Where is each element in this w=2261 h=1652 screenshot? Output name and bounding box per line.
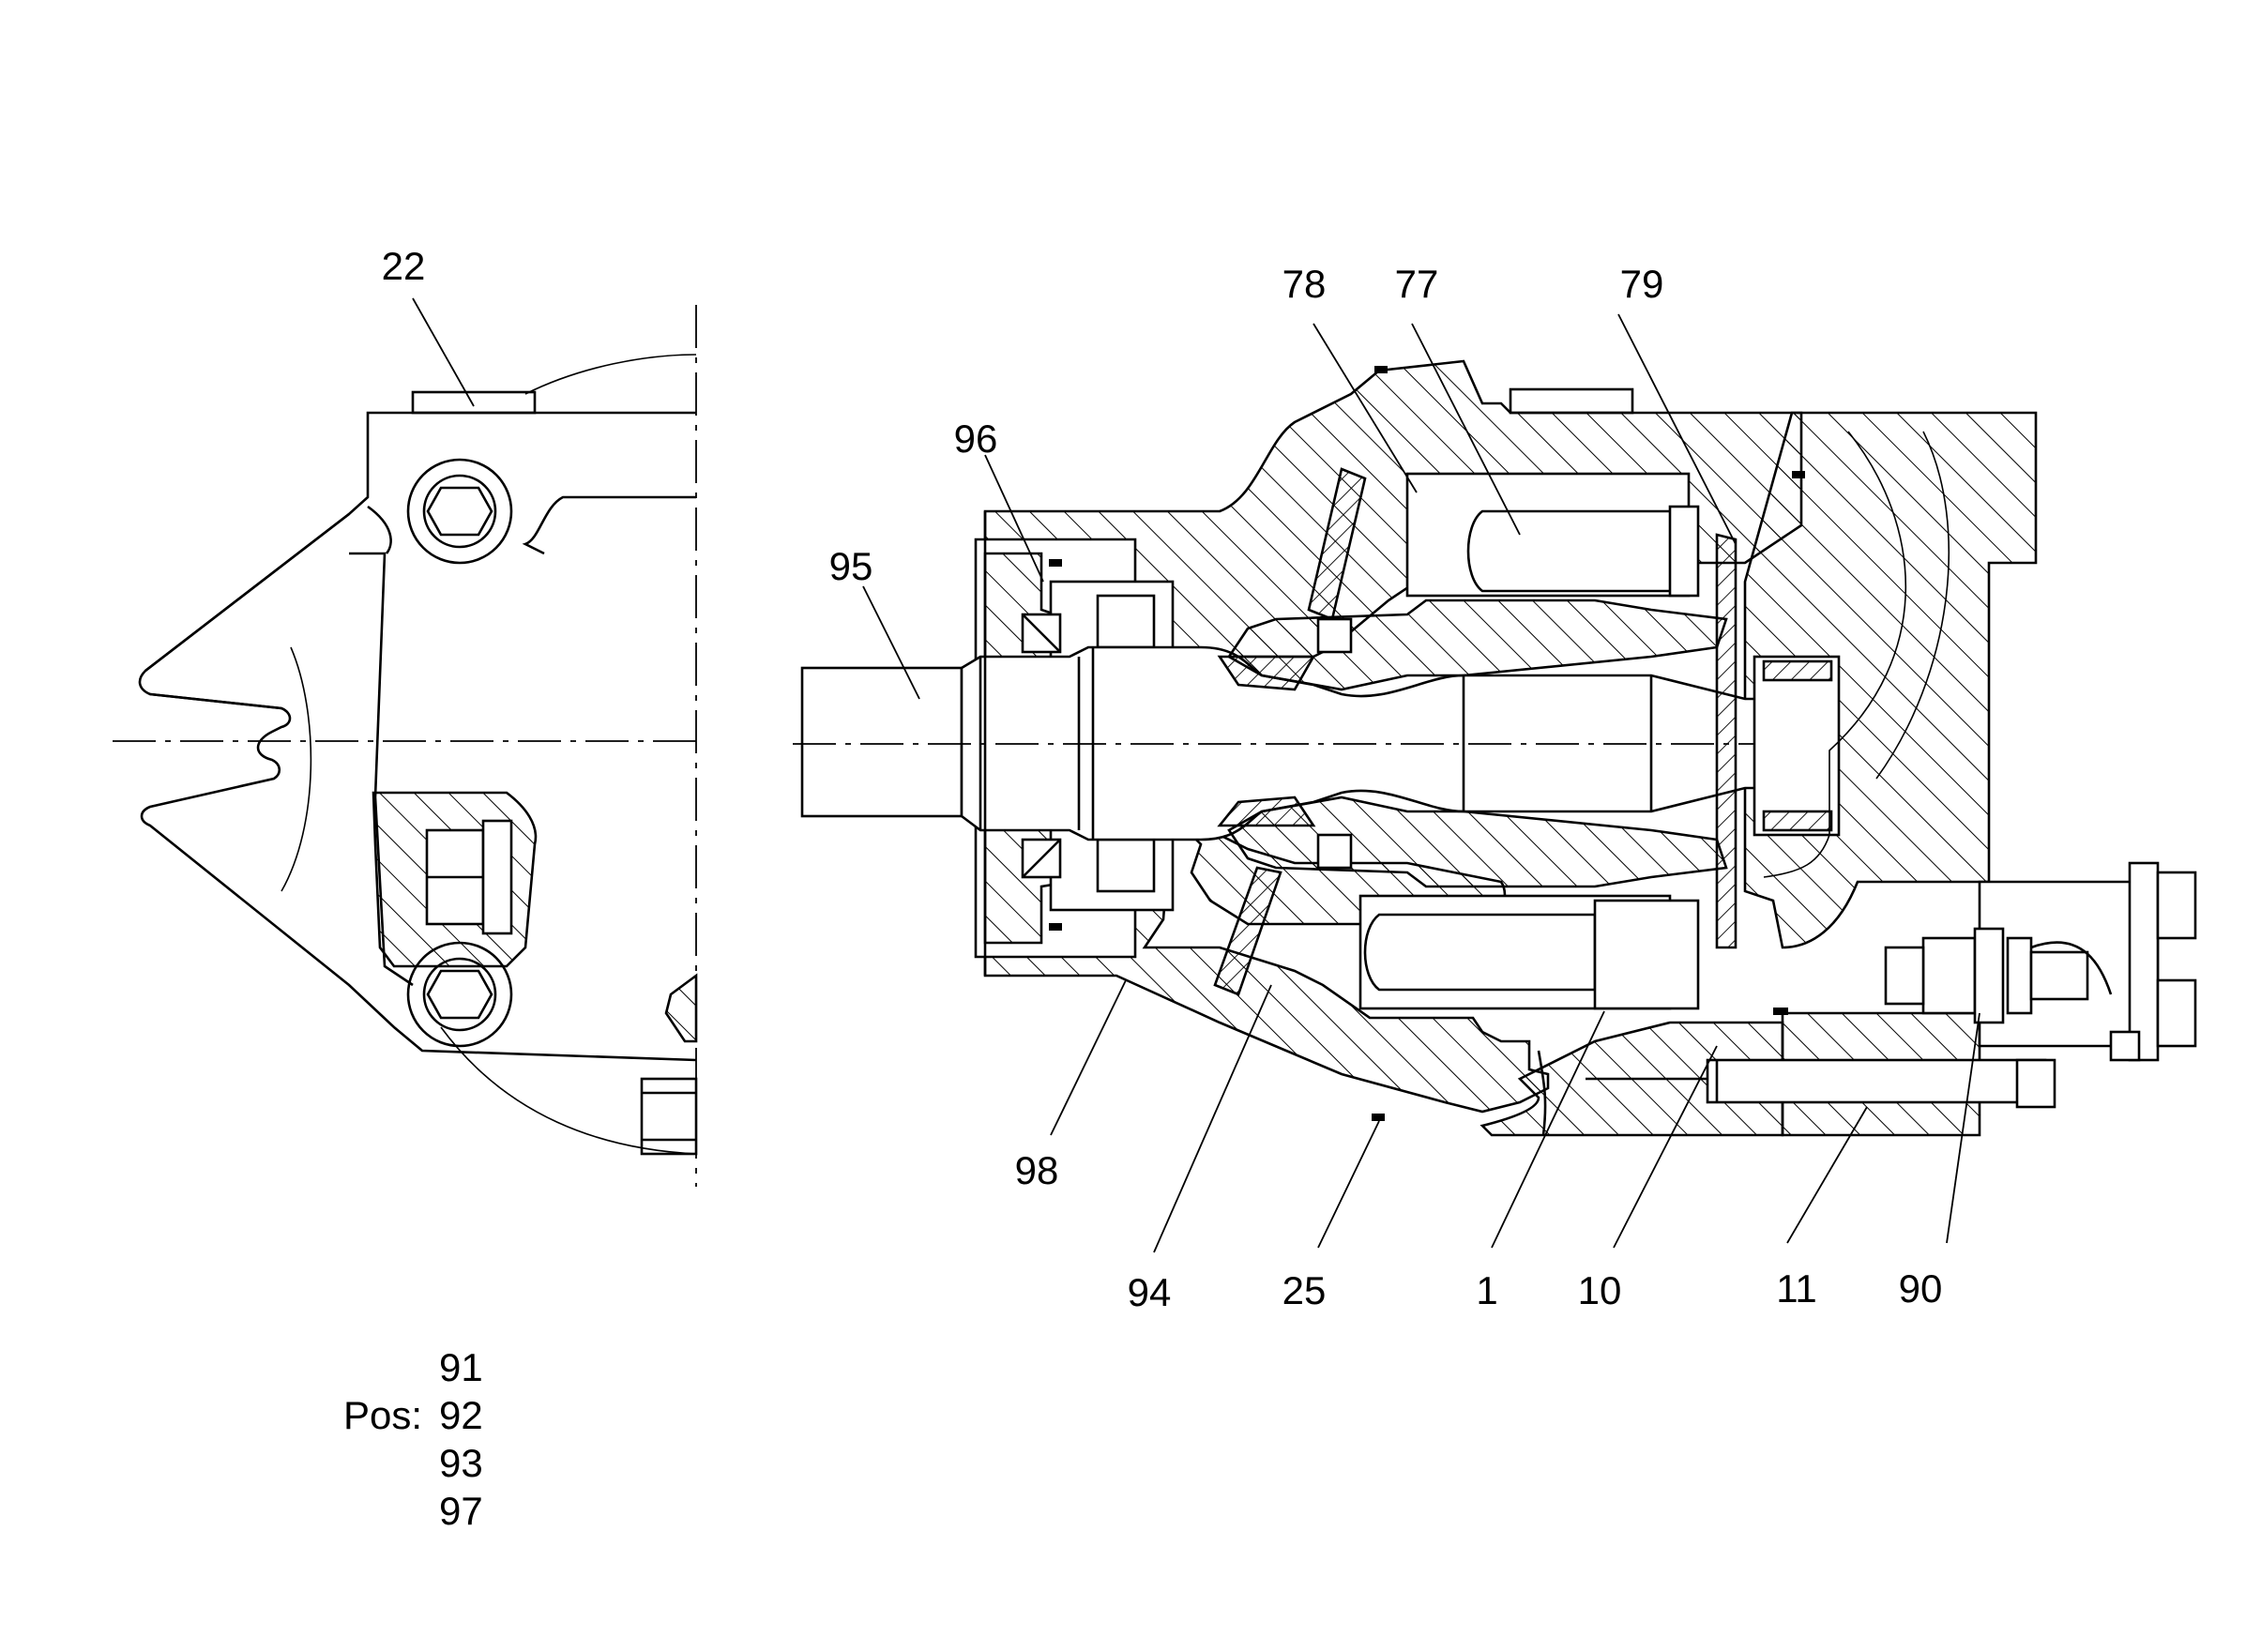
side-body-curve [367, 505, 392, 554]
seal-end-top [1792, 471, 1805, 478]
callout-25: 25 [1282, 1268, 1327, 1312]
end-cover-passage [1763, 431, 1907, 878]
side-view-arc [524, 354, 697, 395]
pos-item-93: 93 [439, 1441, 483, 1485]
leader-78 [1313, 323, 1418, 493]
piston-bottom [1363, 913, 1597, 992]
side-lower-fitting [640, 1077, 698, 1156]
spacer-top [1316, 617, 1353, 654]
pos-item-91: 91 [439, 1345, 483, 1389]
callout-1: 1 [1476, 1268, 1497, 1312]
pos-list: Pos: 91 92 93 97 [343, 1345, 483, 1533]
leader-1 [1491, 1010, 1605, 1249]
leader-22 [412, 297, 475, 407]
end-cover-passage-2 [1875, 431, 1950, 780]
callout-90: 90 [1899, 1266, 1943, 1311]
port-22-plate [411, 390, 537, 415]
leader-11 [1786, 1106, 1868, 1244]
valve-plate-79 [1715, 533, 1737, 949]
flange-outline [138, 411, 697, 1062]
callout-77: 77 [1395, 262, 1439, 306]
rear-bearing-bottom-ring [1762, 810, 1833, 832]
flange-wing-upper [144, 512, 350, 710]
shaft-hub-bottom [1217, 796, 1316, 827]
side-small-section [664, 973, 698, 1043]
callout-79: 79 [1620, 262, 1664, 306]
seal-front-top [1049, 559, 1062, 567]
side-view [113, 305, 706, 1187]
leader-95 [862, 585, 920, 700]
piston-top-end [1668, 505, 1700, 598]
front-roller-bottom [1096, 838, 1156, 893]
housing-lower [1480, 1021, 1784, 1137]
callout-10: 10 [1578, 1268, 1622, 1312]
leader-77 [1411, 323, 1521, 536]
side-plug-washer [481, 819, 513, 935]
rear-bearing [1753, 655, 1841, 837]
leader-94 [1153, 984, 1272, 1253]
piston-bottom-end [1593, 899, 1700, 1010]
break-line [1537, 1050, 1547, 1136]
leader-96 [984, 454, 1044, 583]
callout-22: 22 [382, 244, 426, 288]
retainer-94 [1213, 866, 1282, 996]
side-body-top-line [522, 495, 696, 555]
callout-11: 11 [1776, 1266, 1817, 1311]
pos-item-92: 92 [439, 1393, 483, 1437]
front-roller-top [1096, 594, 1156, 649]
seal-front-bottom [1049, 923, 1062, 931]
seal-top [1374, 366, 1388, 373]
callout-labels: 22 78 77 79 96 95 98 94 25 1 10 11 90 [382, 244, 1943, 1314]
bolt-11 [1706, 1058, 2056, 1109]
pos-item-97: 97 [439, 1489, 483, 1533]
leader-lines [412, 297, 1980, 1253]
callout-94: 94 [1128, 1270, 1172, 1314]
seal-end-bottom [1773, 1008, 1788, 1015]
housing-top-port [1509, 387, 1634, 415]
shaft-hub-top [1217, 655, 1316, 691]
callout-98: 98 [1015, 1148, 1059, 1192]
spacer-bottom [1316, 833, 1353, 870]
pos-label: Pos: [343, 1393, 422, 1437]
upper-bolt-icon [406, 458, 513, 565]
leader-98 [1050, 979, 1127, 1136]
side-view-lower-arc [440, 1026, 697, 1155]
leader-79 [1617, 313, 1737, 545]
callout-95: 95 [829, 544, 873, 588]
seal-25 [1372, 1114, 1385, 1121]
callout-96: 96 [954, 417, 998, 461]
leader-90 [1946, 1012, 1980, 1244]
rear-bearing-top-ring [1762, 659, 1833, 682]
leader-25 [1317, 1120, 1380, 1249]
leader-10 [1613, 1045, 1718, 1249]
port-plug-90 [1884, 861, 2197, 1062]
side-view-inner-arc [281, 646, 312, 892]
section-view [793, 359, 2197, 1137]
callout-78: 78 [1282, 262, 1327, 306]
piston-77 [1466, 509, 1691, 593]
